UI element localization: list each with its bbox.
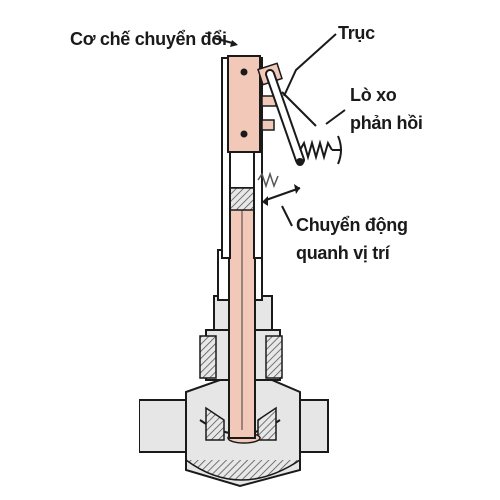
label-conversion-mechanism: Cơ chế chuyển đổi: [70, 29, 227, 49]
label-feedback-spring-line1: Lò xo: [350, 85, 397, 105]
label-feedback-spring-line2: phản hồi: [350, 113, 423, 133]
feedback-spring: [257, 135, 342, 189]
shaft-lever: [265, 69, 317, 166]
label-motion-line1: Chuyển động: [296, 215, 408, 235]
valve-stem: [228, 187, 256, 439]
label-motion-line2: quanh vị trí: [296, 243, 390, 263]
conversion-mechanism: [227, 55, 283, 153]
leader-lines: [213, 33, 346, 227]
label-shaft: Trục: [338, 23, 375, 43]
